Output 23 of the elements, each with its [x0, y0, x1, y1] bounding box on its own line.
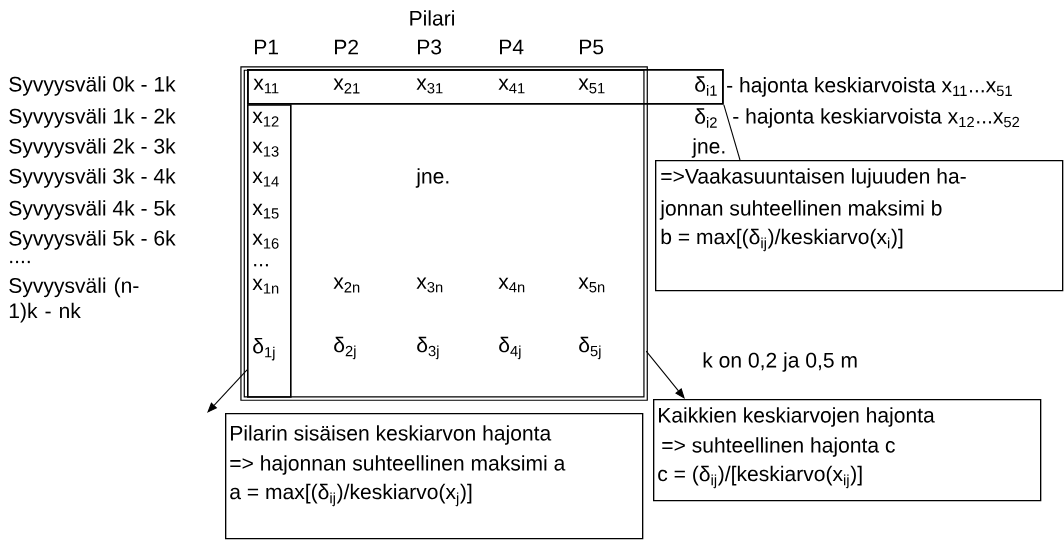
note-text: k on 0,2 ja 0,5 m [703, 352, 857, 372]
row-label: Syvyysväli 4k - 5k [9, 200, 176, 220]
row-label: Syvyysväli 2k - 3k [9, 138, 176, 158]
annotation-text: - hajonta keskiarvoista x$_{12}$...x$_{52}$ [733, 108, 1020, 128]
arrow [645, 350, 685, 399]
connector-line [723, 104, 741, 161]
ellipsis: .... [10, 260, 30, 264]
row-label: Syvyysväli 1k - 2k [9, 108, 176, 128]
row-label: Syvyysväli 0k - 1k [9, 76, 176, 96]
column-label: P1 [255, 39, 278, 55]
row-box: x$_{11}$ x$_{21}$ x$_{31}$ x$_{41}$ x$_{51}$ δ$_{i1}$ [247, 69, 724, 105]
arrow [207, 369, 248, 413]
annotation-text: - hajonta keskiarvoista x$_{11}$...x$_{51}$ [727, 77, 1012, 97]
symbol-label: δ$_{i2}$ [695, 108, 717, 128]
note-box: =>Vaakasuuntaisen lujuuden ha- jonnan suhteellinen maksimi b b = max[(δ$_{ij}$)/keskiarvo(x$_{i}$)] [655, 160, 1064, 292]
row-label: Syvyysväli (n-1)k - nk [9, 277, 139, 323]
heading: Pilari [410, 10, 454, 26]
annotation-text: jne. [691, 138, 725, 158]
note-box: Pilarin sisäisen keskiarvon hajonta => hajonnan suhteellinen maksimi a a = max[(δ$_{ij}$)/keskiarvo(x$_{j}$)] [225, 413, 644, 540]
row-label: Syvyysväli 3k - 4k [9, 168, 176, 188]
column-box: x$_{12}$ x$_{13}$ x$_{14}$ x$_{15}$ x$_{16}$ ... x$_{1n}$ δ$_{1j}$ [247, 104, 292, 398]
note-box: Kaikkien keskiarvojen hajonta => suhteellinen hajonta c c = (δ$_{ij}$)/[keskiarvo(x$_{ij}$)] [653, 399, 1042, 502]
row-label: Syvyysväli 5k - 6k [9, 230, 176, 250]
